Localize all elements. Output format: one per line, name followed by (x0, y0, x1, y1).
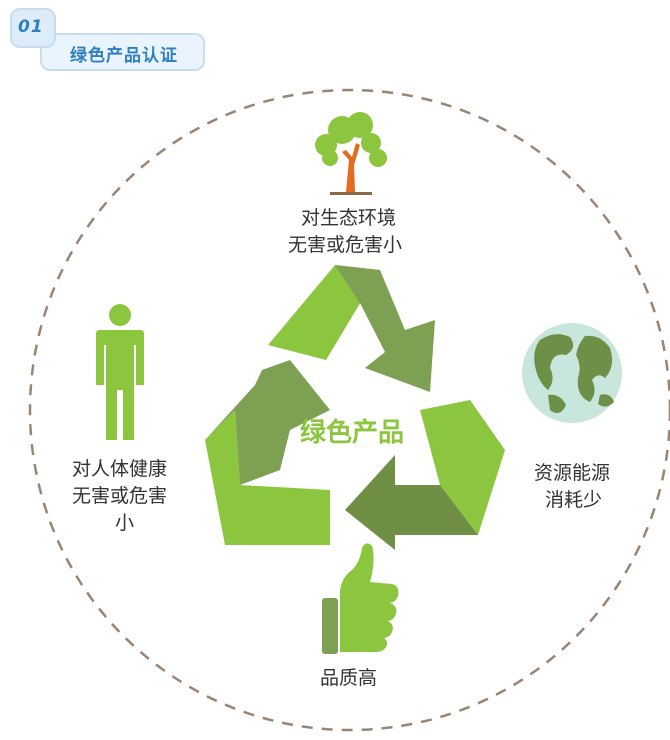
benefit-left-line1: 对人体健康 (72, 458, 168, 480)
center-label: 绿色产品 (300, 418, 405, 448)
person-icon (96, 304, 144, 440)
benefit-left-line2: 无害或危害 (72, 485, 168, 507)
dashed-circle (28, 88, 670, 732)
recycle-left-band-light (205, 410, 330, 545)
benefit-bottom-line1: 品质高 (320, 667, 378, 689)
benefit-top-line2: 无害或危害小 (288, 234, 403, 256)
section-title-bar (40, 33, 205, 71)
recycle-top-arrow-dark (335, 265, 435, 392)
section-number: 01 (18, 17, 44, 37)
recycle-left-arrow-dark (205, 360, 330, 485)
recycle-right-arrow-dark (345, 455, 478, 550)
section-title: 绿色产品认证 (70, 46, 178, 66)
recycle-right-band-light (420, 400, 505, 535)
globe-icon (522, 323, 622, 423)
benefit-right-line2: 消耗少 (545, 489, 603, 511)
benefit-right-line1: 资源能源 (534, 462, 611, 484)
section-header: 01 绿色产品认证 (0, 0, 230, 80)
recycle-icon (205, 265, 505, 550)
section-number-badge (10, 8, 56, 48)
thumbs-up-icon (322, 543, 399, 654)
tree-icon (315, 112, 387, 195)
benefit-top-line1: 对生态环境 (301, 207, 397, 229)
benefit-left-line3: 小 (115, 512, 135, 534)
